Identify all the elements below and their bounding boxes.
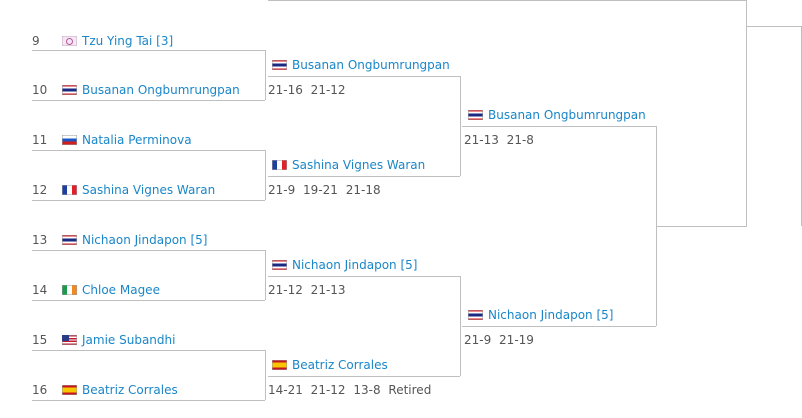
player-name[interactable]: Sashina Vignes Waran <box>82 183 216 197</box>
russia-flag-icon <box>62 135 77 145</box>
france-flag-icon <box>272 160 287 170</box>
tpe-icon <box>62 36 77 46</box>
thailand-flag-icon <box>468 110 483 120</box>
player-name[interactable]: Sashina Vignes Waran <box>292 158 426 172</box>
player-link[interactable]: Busanan Ongbumrungpan <box>62 82 240 98</box>
france-flag-icon <box>62 185 77 195</box>
player-name[interactable]: Busanan Ongbumrungpan <box>82 83 240 97</box>
usa-flag-icon <box>62 335 77 345</box>
player-name[interactable]: Beatriz Corrales <box>292 358 388 372</box>
seed-number: 11 <box>32 133 48 147</box>
player-name[interactable]: Tzu Ying Tai [3] <box>82 34 174 48</box>
seed-number: 10 <box>32 83 48 97</box>
thailand-flag-icon <box>62 85 77 95</box>
thailand-flag-icon <box>62 235 77 245</box>
spain-flag-icon <box>62 385 77 395</box>
seed-number: 14 <box>32 283 48 297</box>
match-score: 21-16 21-12 <box>268 83 346 97</box>
player-link[interactable]: Beatriz Corrales <box>62 382 178 398</box>
player-link[interactable]: Chloe Magee <box>62 282 160 298</box>
winner-link[interactable]: Nichaon Jindapon [5] <box>272 257 417 273</box>
seed-number: 9 <box>32 34 40 48</box>
player-link[interactable]: Tzu Ying Tai [3] <box>62 33 173 49</box>
player-name[interactable]: Chloe Magee <box>82 283 160 297</box>
player-name[interactable]: Nichaon Jindapon [5] <box>82 233 208 247</box>
seed-number: 16 <box>32 383 48 397</box>
player-name[interactable]: Nichaon Jindapon [5] <box>292 258 418 272</box>
thailand-flag-icon <box>272 260 287 270</box>
winner-link[interactable]: Beatriz Corrales <box>272 357 388 373</box>
winner-link[interactable]: Sashina Vignes Waran <box>272 157 425 173</box>
thailand-flag-icon <box>272 60 287 70</box>
player-name[interactable]: Busanan Ongbumrungpan <box>292 58 450 72</box>
winner-link[interactable]: Busanan Ongbumrungpan <box>468 107 646 123</box>
match-score: 21-12 21-13 <box>268 283 346 297</box>
player-link[interactable]: Sashina Vignes Waran <box>62 182 215 198</box>
seed-number: 12 <box>32 183 48 197</box>
player-name[interactable]: Natalia Perminova <box>82 133 192 147</box>
player-name[interactable]: Jamie Subandhi <box>82 333 176 347</box>
spain-flag-icon <box>272 360 287 370</box>
match-score: 21-9 21-19 <box>464 333 534 347</box>
winner-link[interactable]: Busanan Ongbumrungpan <box>272 57 450 73</box>
player-link[interactable]: Nichaon Jindapon [5] <box>62 232 207 248</box>
thailand-flag-icon <box>468 310 483 320</box>
player-name[interactable]: Busanan Ongbumrungpan <box>488 108 646 122</box>
match-score: 14-21 21-12 13-8 Retired <box>268 383 432 397</box>
match-score: 21-9 19-21 21-18 <box>268 183 381 197</box>
ireland-flag-icon <box>62 285 77 295</box>
seed-number: 13 <box>32 233 48 247</box>
player-name[interactable]: Beatriz Corrales <box>82 383 178 397</box>
player-link[interactable]: Jamie Subandhi <box>62 332 175 348</box>
match-score: 21-13 21-8 <box>464 133 534 147</box>
winner-link[interactable]: Nichaon Jindapon [5] <box>468 307 613 323</box>
seed-number: 15 <box>32 333 48 347</box>
player-link[interactable]: Natalia Perminova <box>62 132 192 148</box>
player-name[interactable]: Nichaon Jindapon [5] <box>488 308 614 322</box>
